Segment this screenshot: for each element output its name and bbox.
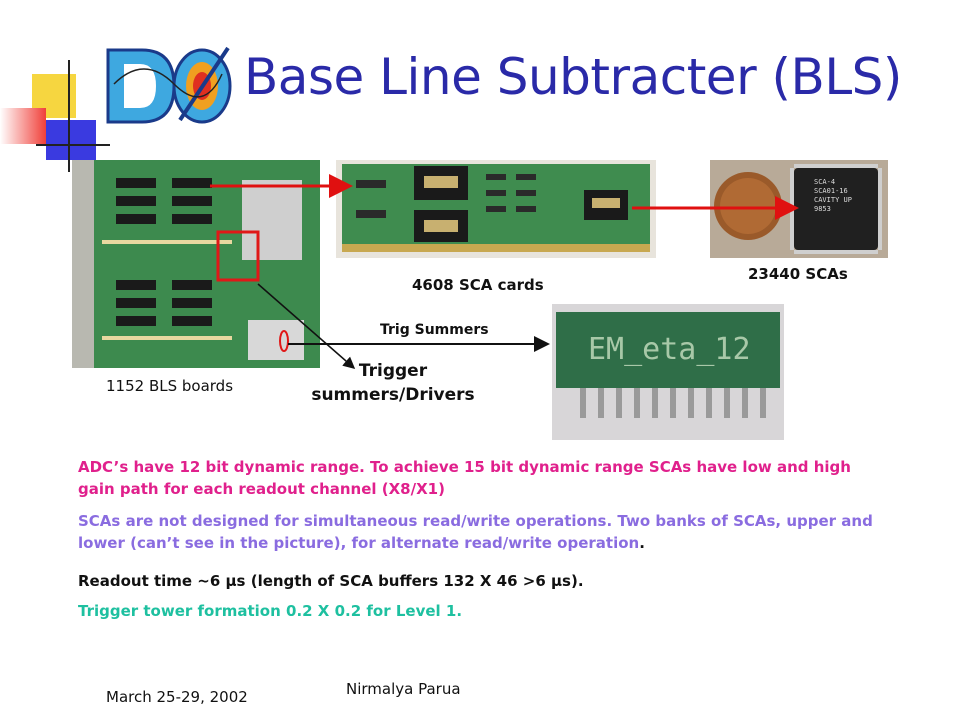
paragraph-sca-banks-period: . xyxy=(639,534,645,552)
bls-board-photo xyxy=(72,160,320,368)
corner-decoration xyxy=(0,60,110,172)
footer-author: Nirmalya Parua xyxy=(346,680,461,698)
caption-trigger-line1: Trigger xyxy=(358,361,428,381)
sca-card-photo xyxy=(336,160,656,258)
paragraph-sca-banks-text: SCAs are not designed for simultaneous r… xyxy=(78,512,873,552)
paragraph-readout: Readout time ~6 µs (length of SCA buffer… xyxy=(78,572,584,590)
caption-trig-summers: Trig Summers xyxy=(380,322,489,338)
arrow-to-trigger-drivers xyxy=(257,283,356,369)
slide-title: Base Line Subtracter (BLS) xyxy=(244,48,902,106)
horizontal-line xyxy=(36,144,110,146)
caption-scas: 23440 SCAs xyxy=(748,265,848,283)
paragraph-adc: ADC’s have 12 bit dynamic range. To achi… xyxy=(78,458,851,498)
paragraph-sca-banks: SCAs are not designed for simultaneous r… xyxy=(78,510,878,554)
trigger-summer-photo: EM_eta_12 xyxy=(552,304,784,440)
caption-trigger-drivers: Trigger summers/Drivers xyxy=(300,359,486,407)
footer-date: March 25-29, 2002 xyxy=(106,688,248,706)
caption-trigger-line2: summers/Drivers xyxy=(311,385,475,405)
sca-chip-label: SCA-4 SCA01-16 CAVITY UP 9853 xyxy=(814,178,852,213)
vertical-line xyxy=(68,60,70,172)
caption-sca-cards: 4608 SCA cards xyxy=(412,276,544,294)
blue-square xyxy=(46,120,96,160)
paragraph-trigger-tower: Trigger tower formation 0.2 X 0.2 for Le… xyxy=(78,602,463,620)
d0-logo: DØ xyxy=(104,44,232,128)
caption-bls-boards: 1152 BLS boards xyxy=(106,377,234,395)
red-square xyxy=(0,108,46,144)
hybrid-label: EM_eta_12 xyxy=(588,332,751,367)
